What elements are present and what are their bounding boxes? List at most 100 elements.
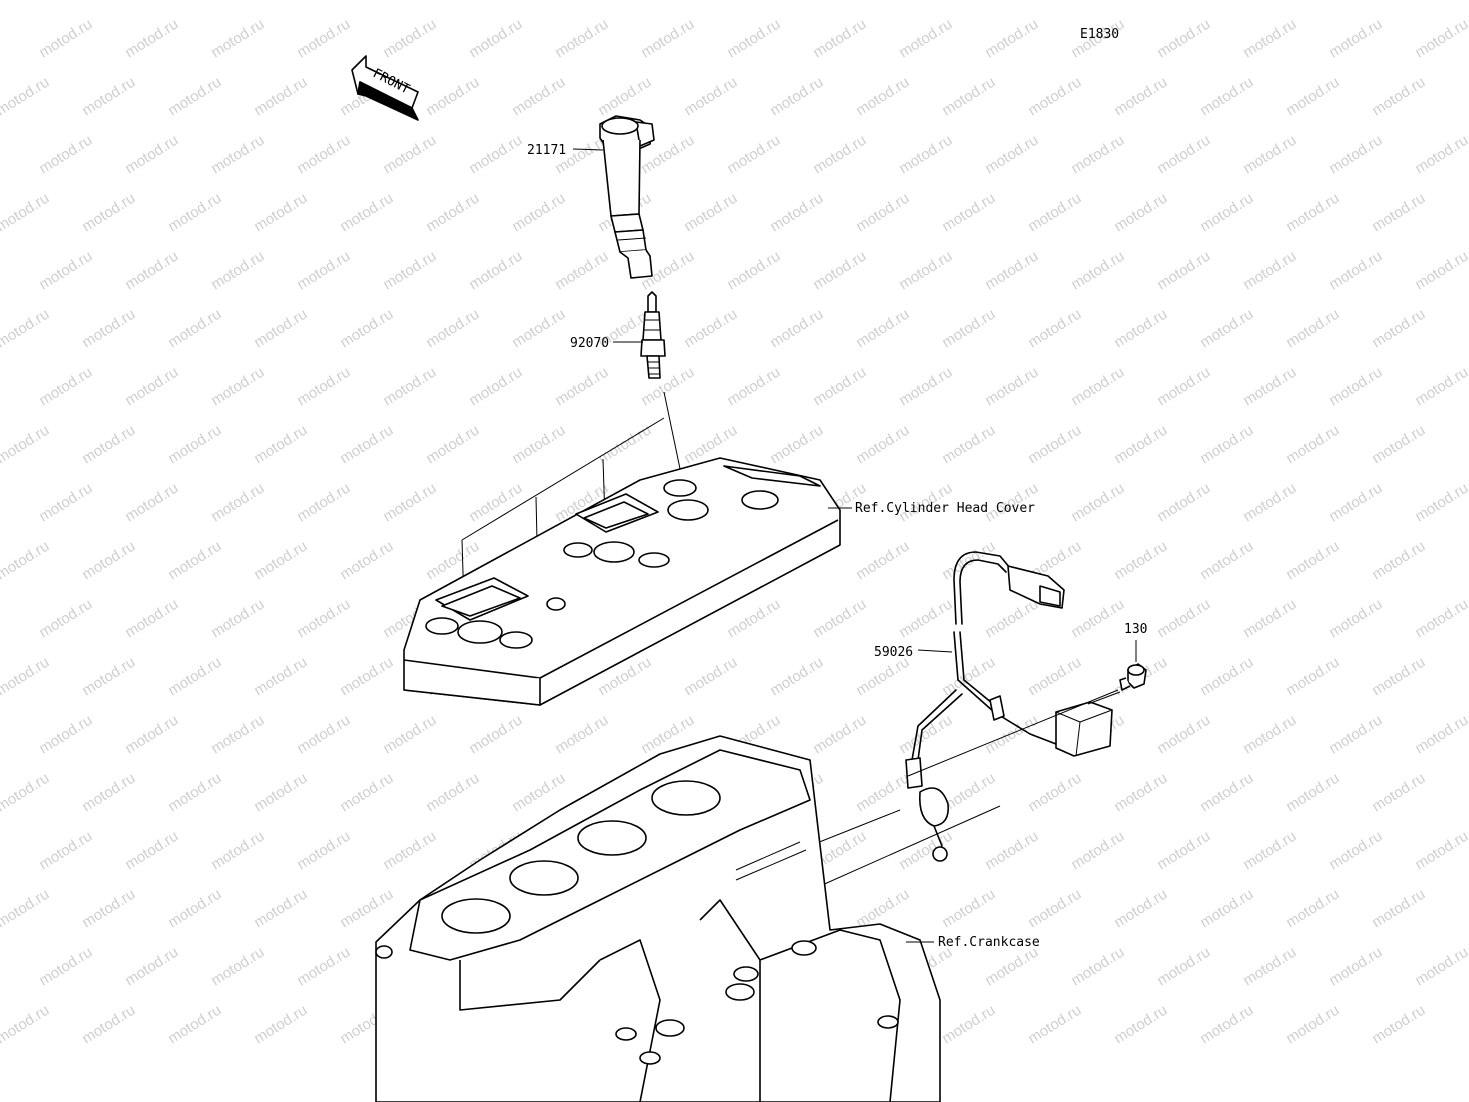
watermark-text: motod.ru: [0, 538, 52, 584]
watermark-text: motod.ru: [251, 422, 310, 468]
watermark-text: motod.ru: [1326, 364, 1385, 410]
watermark-text: motod.ru: [36, 248, 95, 294]
watermark-text: motod.ru: [853, 654, 912, 700]
watermark-text: motod.ru: [1369, 74, 1428, 120]
watermark-text: motod.ru: [208, 596, 267, 642]
watermark-text: motod.ru: [1068, 248, 1127, 294]
watermark-text: motod.ru: [767, 654, 826, 700]
watermark-text: motod.ru: [1068, 480, 1127, 526]
watermark-text: motod.ru: [423, 74, 482, 120]
watermark-text: motod.ru: [1369, 770, 1428, 816]
watermark-text: motod.ru: [1025, 1002, 1084, 1048]
watermark-text: motod.ru: [1111, 770, 1170, 816]
watermark-text: motod.ru: [982, 828, 1041, 874]
watermark-text: motod.ru: [1197, 190, 1256, 236]
watermark-text: motod.ru: [208, 364, 267, 410]
watermark-text: motod.ru: [1326, 480, 1385, 526]
watermark-text: motod.ru: [380, 248, 439, 294]
watermark-text: motod.ru: [251, 190, 310, 236]
front-arrow-icon: FRONT: [351, 55, 419, 121]
watermark-text: motod.ru: [208, 248, 267, 294]
watermark-text: motod.ru: [1412, 16, 1469, 62]
watermark-text: motod.ru: [1025, 422, 1084, 468]
watermark-text: motod.ru: [294, 712, 353, 758]
watermark-text: motod.ru: [122, 16, 181, 62]
watermark-text: motod.ru: [896, 364, 955, 410]
watermark-text: motod.ru: [1240, 132, 1299, 178]
watermark-text: motod.ru: [853, 538, 912, 584]
watermark-text: motod.ru: [1412, 944, 1469, 990]
watermark-text: motod.ru: [122, 712, 181, 758]
watermark-text: motod.ru: [1154, 596, 1213, 642]
watermark-text: motod.ru: [122, 828, 181, 874]
watermark-text: motod.ru: [1369, 538, 1428, 584]
watermark-text: motod.ru: [638, 364, 697, 410]
watermark-text: motod.ru: [337, 770, 396, 816]
watermark-text: motod.ru: [1154, 16, 1213, 62]
bolt: [1119, 663, 1147, 691]
watermark-text: motod.ru: [939, 190, 998, 236]
watermark-text: motod.ru: [251, 770, 310, 816]
watermark-text: motod.ru: [1197, 74, 1256, 120]
cylinder-head-cover: [403, 457, 841, 706]
watermark-text: motod.ru: [982, 944, 1041, 990]
watermark-text: motod.ru: [509, 74, 568, 120]
watermark-text: motod.ru: [36, 712, 95, 758]
crankcase: [375, 735, 941, 1102]
watermark-text: motod.ru: [724, 16, 783, 62]
callout-130: 130: [1124, 622, 1147, 637]
watermark-text: motod.ru: [939, 538, 998, 584]
watermark-text: motod.ru: [79, 654, 138, 700]
watermark-text: motod.ru: [1412, 712, 1469, 758]
watermark-text: motod.ru: [1283, 306, 1342, 352]
watermark-text: motod.ru: [251, 74, 310, 120]
watermark-text: motod.ru: [1369, 422, 1428, 468]
callout-crankcase: Ref.Crankcase: [938, 935, 1040, 950]
watermark-text: motod.ru: [509, 306, 568, 352]
diagram-code: E1830: [1080, 27, 1119, 42]
watermark-text: motod.ru: [1111, 538, 1170, 584]
watermark-text: motod.ru: [423, 770, 482, 816]
watermark-text: motod.ru: [1369, 190, 1428, 236]
watermark-text: motod.ru: [1240, 712, 1299, 758]
watermark-text: motod.ru: [982, 248, 1041, 294]
watermark-text: motod.ru: [1068, 944, 1127, 990]
watermark-text: motod.ru: [165, 1002, 224, 1048]
watermark-text: motod.ru: [380, 712, 439, 758]
watermark-text: motod.ru: [466, 480, 525, 526]
watermark-text: motod.ru: [982, 364, 1041, 410]
watermark-text: motod.ru: [681, 306, 740, 352]
watermark-text: motod.ru: [1154, 248, 1213, 294]
watermark-text: motod.ru: [1412, 596, 1469, 642]
watermark-text: motod.ru: [0, 190, 52, 236]
watermark-text: motod.ru: [1025, 654, 1084, 700]
leader-21171: [572, 148, 604, 151]
watermark-text: motod.ru: [122, 944, 181, 990]
watermark-text: motod.ru: [0, 886, 52, 932]
watermark-text: motod.ru: [509, 770, 568, 816]
watermark-text: motod.ru: [810, 712, 869, 758]
watermark-text: motod.ru: [509, 190, 568, 236]
spark-plug: [640, 291, 666, 379]
watermark-text: motod.ru: [79, 74, 138, 120]
watermark-text: motod.ru: [724, 248, 783, 294]
watermark-text: motod.ru: [1197, 886, 1256, 932]
watermark-text: motod.ru: [1283, 538, 1342, 584]
watermark-text: motod.ru: [165, 422, 224, 468]
watermark-text: motod.ru: [0, 74, 52, 120]
watermark-text: motod.ru: [36, 828, 95, 874]
watermark-text: motod.ru: [79, 1002, 138, 1048]
watermark-text: motod.ru: [724, 364, 783, 410]
watermark-text: motod.ru: [79, 422, 138, 468]
watermark-text: motod.ru: [552, 248, 611, 294]
watermark-text: motod.ru: [1240, 828, 1299, 874]
watermark-text: motod.ru: [810, 132, 869, 178]
watermark-text: motod.ru: [1154, 480, 1213, 526]
watermark-text: motod.ru: [1283, 422, 1342, 468]
watermark-text: motod.ru: [294, 944, 353, 990]
watermark-text: motod.ru: [1412, 248, 1469, 294]
watermark-text: motod.ru: [1111, 190, 1170, 236]
watermark-text: motod.ru: [294, 248, 353, 294]
watermark-text: motod.ru: [208, 828, 267, 874]
watermark-text: motod.ru: [1025, 74, 1084, 120]
